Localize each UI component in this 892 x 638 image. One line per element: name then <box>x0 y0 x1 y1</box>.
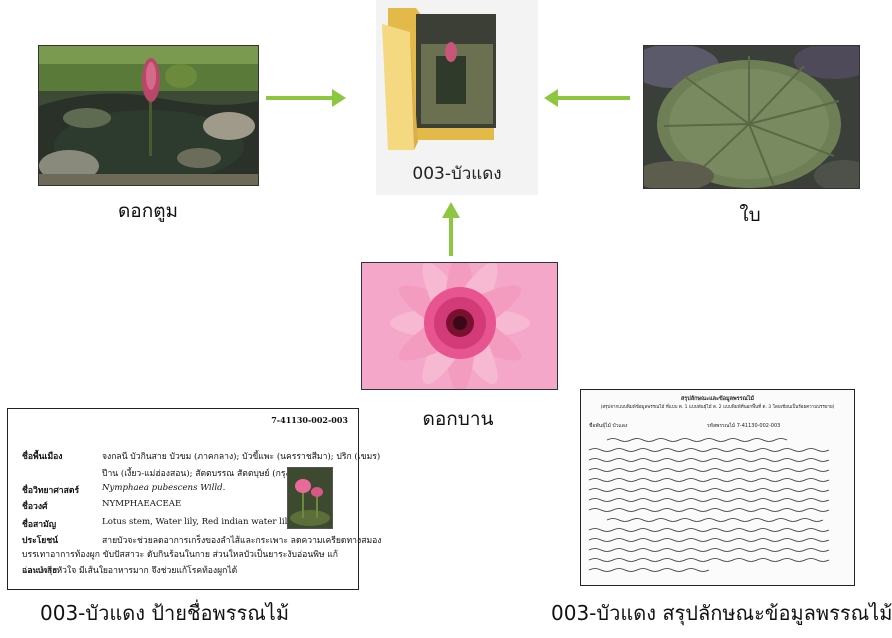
photo-bloom <box>361 262 558 390</box>
plant-label-card: 7-41130-002-003 ชื่อพื้นเมือง จงกลนี บัว… <box>7 408 381 590</box>
photo-leaf <box>643 45 860 189</box>
summary-field-code: รหัสพรรณไม้ 7-41130-002-003 <box>707 423 781 429</box>
folder-icon <box>382 8 496 150</box>
photo-bud <box>38 45 259 186</box>
caption-plant-label: 003-บัวแดง ป้ายชื่อพรรณไม้ <box>40 601 290 625</box>
arrow-bloom-to-folder <box>442 202 460 256</box>
leaf-photo-illustration <box>644 46 859 188</box>
handwriting-scribble <box>588 438 830 572</box>
caption-bud: ดอกตูม <box>117 200 179 222</box>
lotus-thumbnail-icon <box>288 468 332 528</box>
card-thumbnail <box>287 467 333 529</box>
folder-caption: 003-บัวแดง <box>412 164 502 184</box>
bud-photo-illustration <box>39 46 258 185</box>
card-uses-line-3: และบำรุงหัวใจ มีเส้นใยอาหารมาก จึงช่วยแก… <box>22 566 238 576</box>
card-uses-line-2: บรรเทาอาการท้องผูก ขับปัสสาวะ ดับกินร้อน… <box>22 550 339 576</box>
folder-tile[interactable]: 003-บัวแดง <box>376 0 538 195</box>
caption-bloom: ดอกบาน <box>422 408 494 430</box>
summary-sheet: สรุปลักษณะและข้อมูลพรรณไม้ (สรุปจากแบบพิ… <box>580 389 855 586</box>
summary-field-name: ชื่อพันธุ์ไม้ บัวแดง <box>589 423 628 429</box>
arrow-leaf-to-folder <box>544 89 630 107</box>
caption-summary-sheet: 003-บัวแดง สรุปลักษณะข้อมูลพรรณไม้ <box>551 601 892 625</box>
plant-code: 7-41130-002-003 <box>271 415 348 425</box>
caption-leaf: ใบ <box>739 204 761 226</box>
bloom-photo-illustration <box>362 263 557 389</box>
summary-subtitle: (สรุปจากแบบพิมพ์ข้อมูลพรรณไม้ ที่แบบ ต. … <box>600 405 835 410</box>
arrow-bud-to-folder <box>266 89 346 107</box>
summary-title: สรุปลักษณะและข้อมูลพรรณไม้ <box>680 396 755 402</box>
